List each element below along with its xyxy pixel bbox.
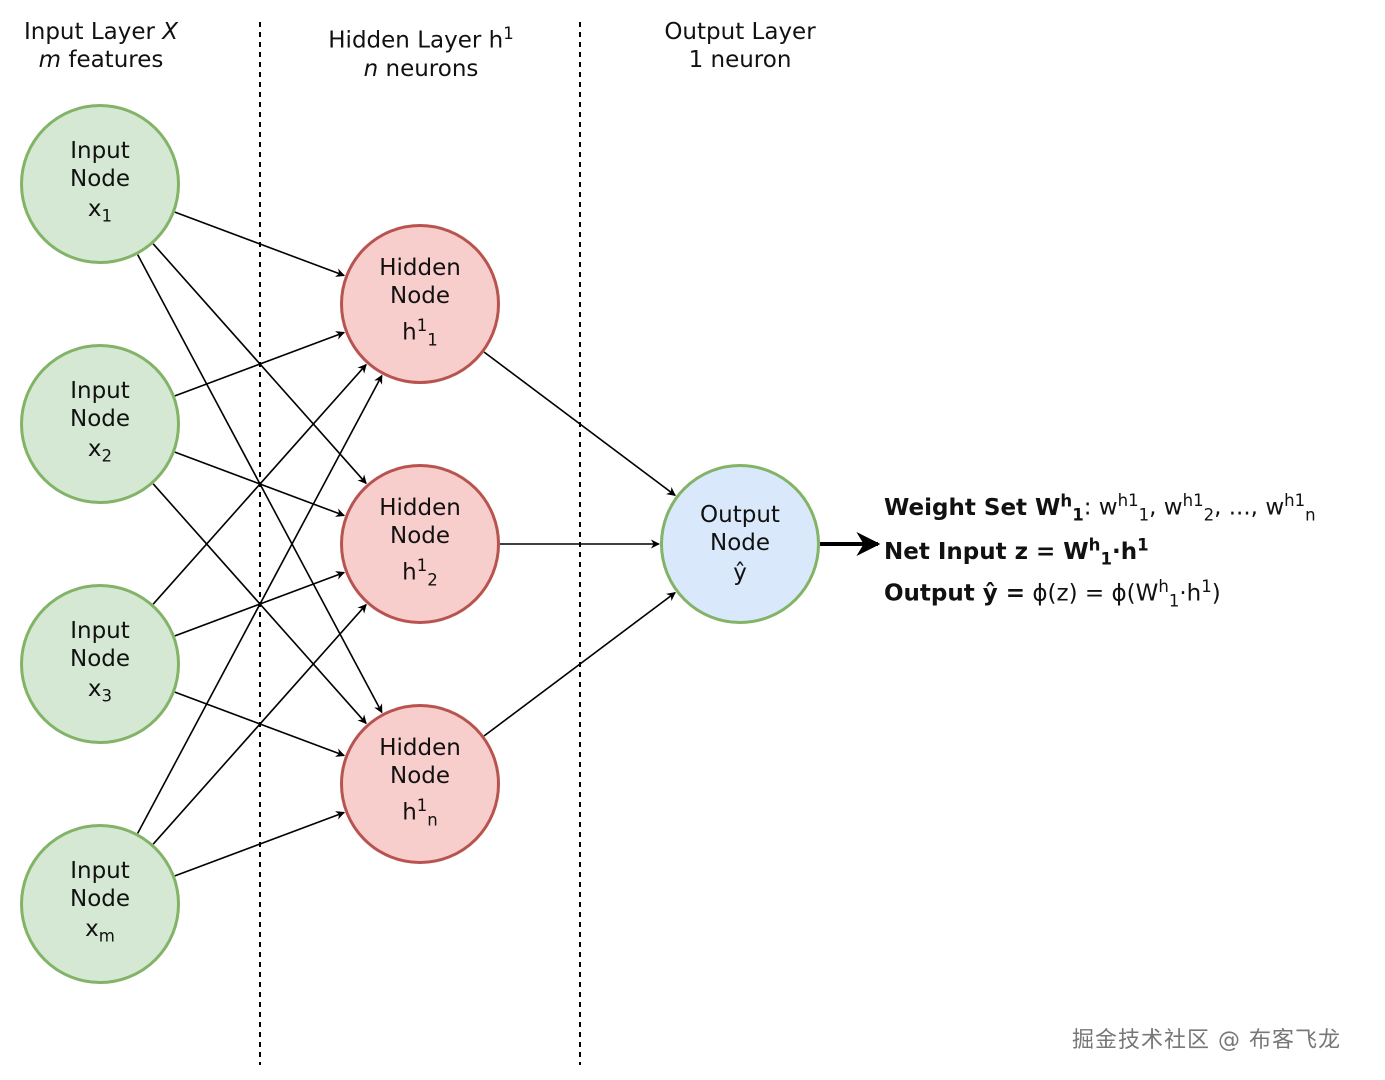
edge-input-3-hidden-0 bbox=[136, 374, 383, 834]
edge-input-2-hidden-0 bbox=[152, 363, 367, 605]
output-formula: Output ŷ = ϕ(z) = ϕ(Wh1·h1) bbox=[884, 577, 1221, 611]
edge-input-0-hidden-0 bbox=[174, 211, 346, 277]
edge-input-3-hidden-2 bbox=[174, 811, 346, 877]
edge-input-3-hidden-1 bbox=[152, 603, 367, 845]
weight-set-formula: Weight Set Wh1: wh11, wh12, ..., wh1n bbox=[884, 491, 1316, 525]
edge-input-1-hidden-0 bbox=[174, 331, 346, 397]
connections bbox=[136, 211, 676, 877]
input-layer-header: Input Layer X m features bbox=[23, 19, 179, 73]
watermark: 掘金技术社区 @ 布客飞龙 bbox=[1072, 1028, 1341, 1053]
output-layer-header: Output Layer 1 neuron bbox=[664, 19, 816, 73]
net-input-formula: Net Input z = Wh1·h1 bbox=[884, 535, 1149, 569]
edge-hidden-0-output bbox=[483, 351, 676, 497]
hidden-layer-header: Hidden Layer h1 n neurons bbox=[328, 24, 514, 82]
edge-hidden-2-output bbox=[483, 591, 676, 737]
